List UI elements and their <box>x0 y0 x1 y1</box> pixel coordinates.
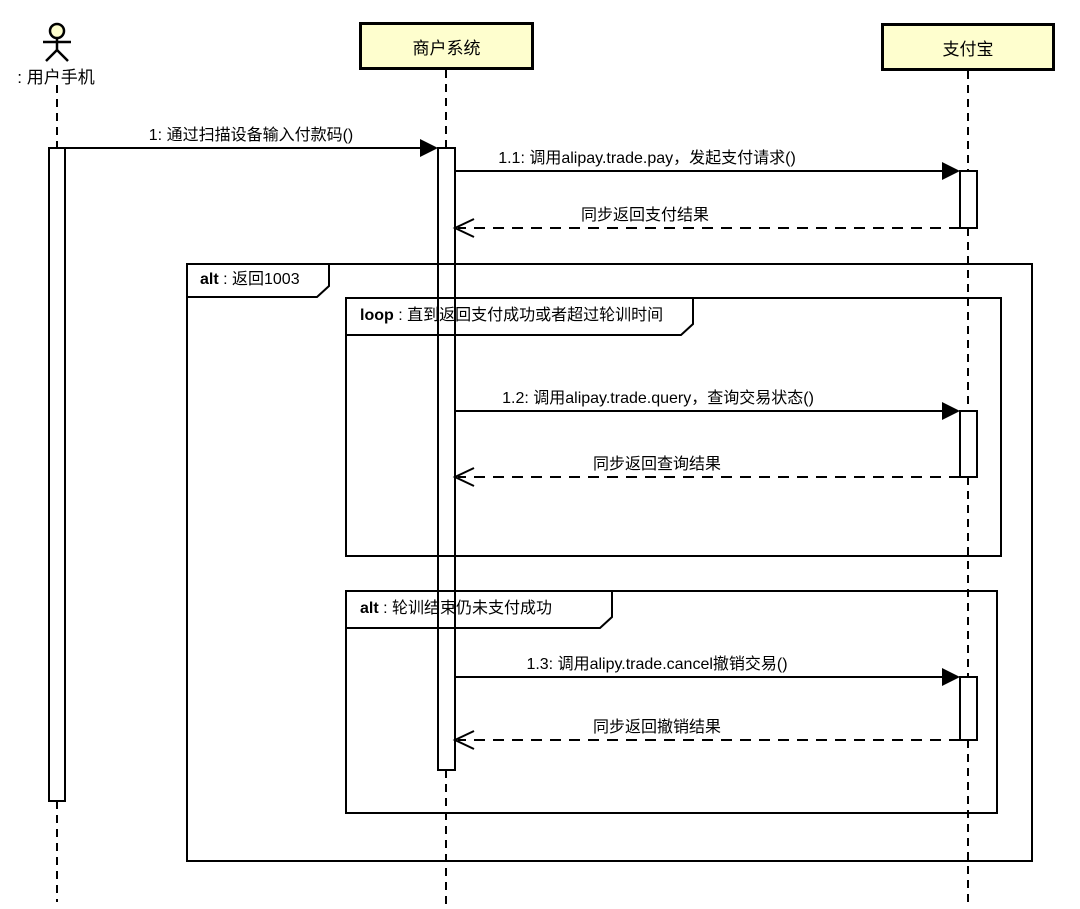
fragment-alt-inner-label: alt : 轮训结束仍未支付成功 <box>360 599 552 619</box>
activation-bars <box>48 147 978 802</box>
activation-alipay-1 <box>959 170 978 229</box>
fragment-alt-inner-condition: : 轮训结束仍未支付成功 <box>378 600 553 617</box>
actor-leg-left <box>45 49 58 62</box>
participant-merchant: 商户系统 <box>359 22 534 70</box>
arrowhead-message-1 <box>420 139 438 157</box>
call-messages <box>65 147 944 678</box>
message-1-1-label: 1.1: 调用alipay.trade.pay，发起支付请求() <box>498 150 796 167</box>
fragment-alt-inner-keyword: alt <box>360 600 379 617</box>
arrowhead-return-3 <box>452 730 475 750</box>
message-1-2-label: 1.2: 调用alipay.trade.query，查询交易状态() <box>502 390 814 407</box>
return-3-label: 同步返回撤销结果 <box>592 719 722 736</box>
participant-alipay-label: 支付宝 <box>942 39 994 59</box>
fragment-alt-outer-keyword: alt <box>200 271 219 288</box>
fragment-alt-outer-condition: : 返回1003 <box>218 271 300 288</box>
fragment-frames <box>186 263 1033 862</box>
actor-user-phone-label: : 用户手机 <box>17 68 95 87</box>
return-2-label: 同步返回查询结果 <box>592 456 722 473</box>
fragment-alt-outer-label: alt : 返回1003 <box>200 270 300 290</box>
frame-alt-outer <box>186 263 1033 862</box>
activation-user-phone <box>48 147 66 802</box>
activation-alipay-3 <box>959 676 978 741</box>
call-arrowheads <box>420 139 960 686</box>
fragment-loop-keyword: loop <box>360 307 394 324</box>
participant-merchant-label: 商户系统 <box>412 38 481 58</box>
message-1-label: 1: 通过扫描设备输入付款码() <box>148 127 354 144</box>
return-messages <box>452 218 960 750</box>
fragment-loop-condition: : 直到返回支付成功或者超过轮训时间 <box>393 307 664 324</box>
frame-alt-inner <box>345 590 998 814</box>
frame-loop-pentagon <box>345 297 694 336</box>
message-1-3-label: 1.3: 调用alipy.trade.cancel撤销交易() <box>526 656 788 673</box>
arrowhead-message-1-1 <box>942 162 960 180</box>
frame-alt-inner-pentagon <box>345 590 613 629</box>
arrowhead-return-1 <box>452 218 475 238</box>
arrowhead-message-1-2 <box>942 402 960 420</box>
lifelines <box>56 70 969 905</box>
frame-alt-outer-pentagon <box>186 263 330 298</box>
actor-leg-right <box>56 49 69 62</box>
activation-alipay-2 <box>959 410 978 478</box>
fragment-loop-label: loop : 直到返回支付成功或者超过轮训时间 <box>360 306 663 326</box>
arrowhead-return-2 <box>452 467 475 487</box>
participant-alipay: 支付宝 <box>881 23 1055 71</box>
arrowhead-message-1-3 <box>942 668 960 686</box>
actor-head <box>48 22 66 40</box>
actor-icon <box>43 22 71 62</box>
activation-merchant <box>437 147 456 771</box>
return-1-label: 同步返回支付结果 <box>580 207 710 224</box>
